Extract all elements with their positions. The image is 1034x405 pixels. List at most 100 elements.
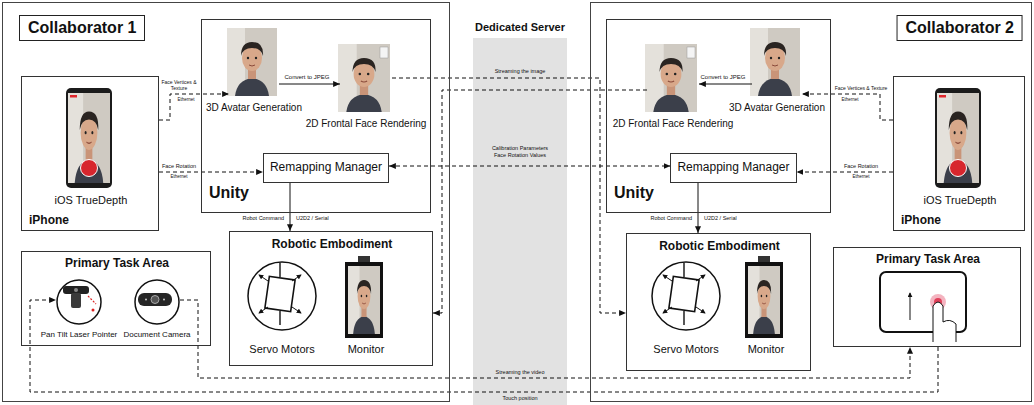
record-button [950,160,967,177]
robot-box: Robotic EmbodimentServo MotorsMonitor [229,231,433,366]
circle-outline [247,261,317,331]
phone-status [70,95,77,98]
laser-pointer-circle: Pan Tilt Laser Pointer [56,279,102,325]
edge-label: Face Rotation [161,163,197,170]
monitor-screen [348,266,380,334]
panel-heading: Collaborator 1 [19,15,145,41]
iphone-box: iOS TrueDepthiPhone [893,76,1025,231]
node-label: 2D Frontal Face Rendering [613,118,734,130]
node-label: Document Camera [123,330,190,339]
server-band: Dedicated Server [473,38,567,405]
monitor-frame [345,262,383,338]
box-heading: iPhone [901,214,941,228]
phone-body [935,88,981,188]
robot-box: Robotic EmbodimentServo MotorsMonitor [626,233,811,371]
node-label: 3D Avatar Generation [206,102,302,114]
edge-label: Face Vertices & Texture [160,79,198,91]
annotation: U2D2 / Serial [703,215,738,222]
servo-shaft [279,263,280,277]
servo-body [265,276,295,311]
servo-body [669,276,699,311]
photo-inset [687,47,695,58]
edge-label: Robot Command [241,215,285,222]
camera-light [145,299,147,301]
node-label: 3D Avatar Generation [729,102,825,114]
monitor-illustration [745,256,783,338]
connector [389,166,670,167]
annotation: Ethernet [169,174,188,179]
edge-label: Convert to JPEG [699,74,746,81]
laser-pointer-illustration [63,286,96,312]
record-button [81,160,98,177]
edge-label: Streaming the video [495,369,546,376]
annotation: Ethernet [176,97,195,102]
avatar-image: 3D Avatar Generation [229,30,279,98]
process-box: Remapping Manager [263,153,389,183]
node-label: 2D Frontal Face Rendering [306,118,427,130]
phone-body [66,88,112,188]
phone-screen [68,93,110,183]
tilt-bracket [71,293,81,308]
frontal-face-image: 2D Frontal Face Rendering [647,46,699,114]
avatar-image: 3D Avatar Generation [752,30,802,98]
edge-label: Face Vertices & Texture [834,85,889,91]
pan-bracket [63,286,89,294]
edge-label: Convert to JPEG [283,74,330,81]
servo-shaft [683,263,684,277]
node-label: iOS TrueDepth [55,194,128,207]
camera-lens [151,296,159,304]
task-area-box: Primary Task Area [833,247,1021,347]
circle-outline [135,280,179,324]
monitor-frame [745,262,783,338]
laser-lens [74,288,78,292]
box-heading: iPhone [29,214,69,228]
servo-arrow [696,307,705,313]
connector [797,172,893,173]
avatar-photo [227,28,277,96]
connector [180,300,910,378]
phone-status [939,95,946,98]
node-label: Remapping Manager [677,161,789,175]
camera-light [163,299,165,301]
iphone-illustration [935,88,981,188]
connector [698,183,699,233]
circle-outline [56,279,102,325]
frontal-face-image: 2D Frontal Face Rendering [340,46,392,114]
node-label: Remapping Manager [270,161,382,175]
annotation: Ethernet [851,174,870,179]
connector-group [30,78,938,392]
monitor: Monitor [747,264,785,340]
circle-outline [134,279,180,325]
servo-arrow [663,275,672,281]
document-camera-illustration [138,293,172,306]
servo-circle: Servo Motors [247,261,317,331]
frontal-photo [338,44,390,112]
box-heading: Robotic Embodiment [272,238,393,252]
collaborator-panel: Collaborator 1Unity3D Avatar Generation2… [2,2,450,402]
edge-label: Touch position [501,395,538,402]
laser-beam [88,296,96,304]
monitor-illustration [345,256,383,338]
task-area-box: Primary Task AreaPan Tilt Laser PointerD… [21,251,211,346]
phone-screen [937,93,979,183]
circle-outline [57,280,101,324]
node-label: Monitor [348,343,385,356]
monitor-screen [748,266,780,334]
box-heading: Primary Task Area [65,257,169,271]
servo-symbol [259,263,301,325]
circle-outline [651,261,721,331]
annotation: Ethernet [840,97,859,102]
servo-shaft [683,311,684,325]
monitor-mount [758,256,770,263]
servo-arrow [259,307,268,313]
unity-box: Unity2D Frontal Face Rendering3D Avatar … [606,19,831,213]
edge-label: Streaming the image [494,68,547,75]
circle-outline [652,262,720,330]
tablet-illustration [880,272,966,342]
annotation: U2D2 / Serial [295,215,330,222]
box-heading: Robotic Embodiment [659,240,780,254]
edge-label: Face Rotation [843,163,879,170]
